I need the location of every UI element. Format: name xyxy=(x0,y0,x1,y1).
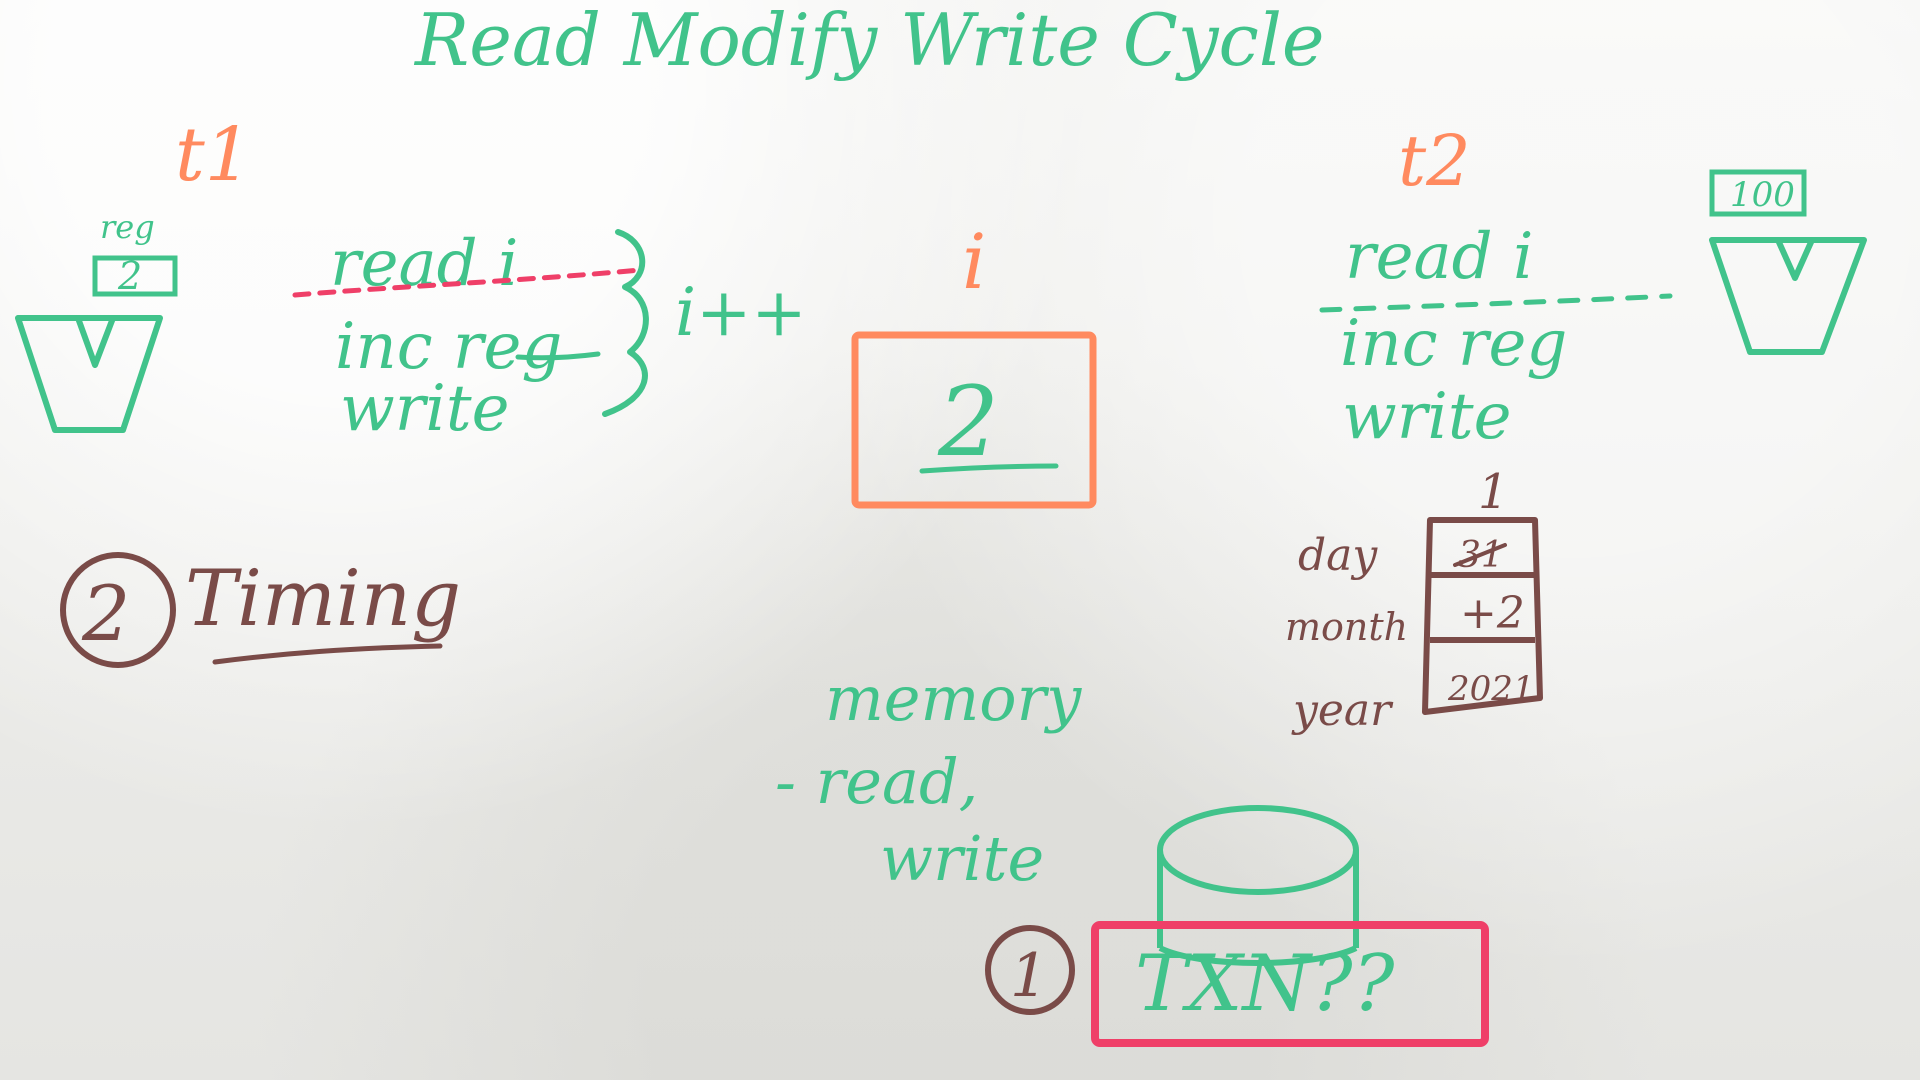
transaction-note: 1 TXN?? xyxy=(985,921,1489,1047)
date-value-month: +2 xyxy=(1460,588,1525,639)
date-top-number: 1 xyxy=(1478,464,1509,520)
date-label-month: month xyxy=(1285,605,1408,649)
thread-1-label: t1 xyxy=(175,112,252,198)
date-label-year: year xyxy=(1291,685,1394,736)
date-value-year: 2021 xyxy=(1447,669,1535,709)
register-value: 2 xyxy=(117,254,142,298)
timing-label: Timing xyxy=(185,554,461,644)
timing-note: 2 Timing xyxy=(60,552,461,668)
memory-label: memory xyxy=(825,662,1082,735)
transaction-number: 1 xyxy=(1010,941,1048,1011)
thread-1-brace xyxy=(602,229,649,417)
register-underline xyxy=(515,351,601,361)
thread-2-step-read: read i xyxy=(1345,220,1533,294)
date-example: 1 day month year 31 +2 2021 xyxy=(1285,464,1543,736)
thread-2-register-value: 100 xyxy=(1730,175,1795,215)
cpu-bucket-2 xyxy=(1709,237,1867,355)
cpu-bucket-1 xyxy=(15,315,163,433)
shared-variable-value: 2 xyxy=(937,366,999,478)
date-label-day: day xyxy=(1298,530,1378,581)
thread-1-step-write: write xyxy=(340,372,509,446)
thread-1-step-read: read i xyxy=(330,227,518,301)
shared-variable-name: i xyxy=(962,217,986,306)
thread-2-register-box: 100 xyxy=(1709,169,1807,217)
thread-2-step-write: write xyxy=(1342,380,1511,454)
thread-2-label: t2 xyxy=(1398,120,1471,202)
transaction-label: TXN?? xyxy=(1135,939,1396,1029)
memory-write-op: write xyxy=(880,822,1044,895)
thread-2-divider xyxy=(1319,293,1673,313)
register-value-box: 2 xyxy=(92,254,178,298)
thread-2-step-inc: inc reg xyxy=(1340,307,1567,381)
thread-1-divider xyxy=(292,267,643,298)
memory-read-op: - read, xyxy=(775,745,978,818)
timing-number: 2 xyxy=(81,569,130,658)
board-title: Read Modify Write Cycle xyxy=(413,0,1325,82)
database-icon xyxy=(1157,805,1359,966)
register-label: reg xyxy=(100,208,155,246)
thread-1-step-inc: inc reg xyxy=(335,310,562,384)
increment-label: i++ xyxy=(675,274,807,351)
shared-variable-box: 2 xyxy=(851,331,1097,509)
